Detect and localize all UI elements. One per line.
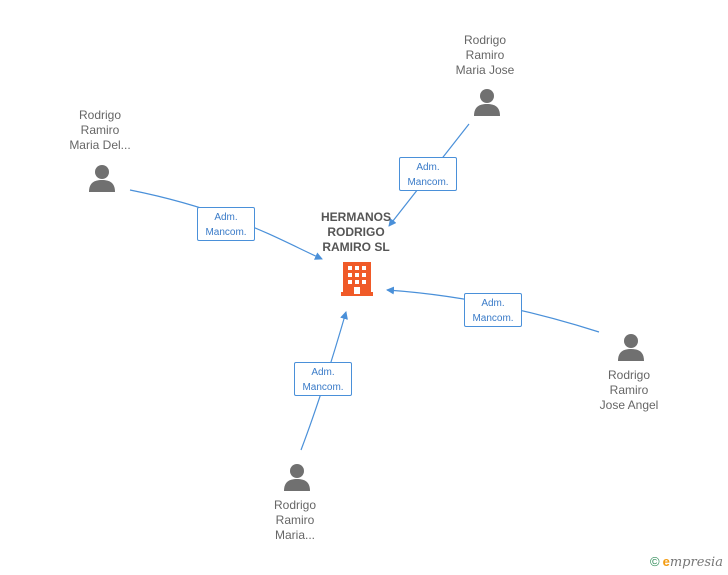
person-name[interactable]: Rodrigo Ramiro Maria Jose: [425, 33, 545, 78]
edge-label-line: Mancom.: [205, 227, 247, 238]
person-name-line: Ramiro: [465, 48, 505, 62]
edge-label-line: Mancom.: [472, 313, 514, 324]
person-name[interactable]: Rodrigo Ramiro Maria...: [235, 498, 355, 543]
person-name-line: Rodrigo: [273, 498, 317, 512]
edge-label[interactable]: Adm. Mancom.: [197, 207, 255, 241]
person-icon[interactable]: [473, 88, 501, 116]
brand-initial: e: [662, 554, 670, 569]
person-icon[interactable]: [88, 164, 116, 192]
edge-label-line: Mancom.: [302, 382, 344, 393]
copyright-symbol: ©: [650, 554, 660, 569]
empresia-watermark: ©empresia: [650, 554, 723, 570]
person-name[interactable]: Rodrigo Ramiro Maria Del...: [40, 108, 160, 153]
person-name-line: Rodrigo: [607, 368, 651, 382]
person-name-line: Rodrigo: [78, 108, 122, 122]
brand-name: mpresia: [669, 555, 723, 570]
company-name-line: RAMIRO SL: [322, 240, 390, 254]
person-icon[interactable]: [617, 333, 645, 361]
edge-label-line: Adm.: [416, 162, 440, 173]
person-name-line: Maria Jose: [455, 63, 515, 77]
person-name-line: Maria...: [274, 528, 315, 542]
person-name-line: Ramiro: [80, 123, 120, 137]
edge-label[interactable]: Adm. Mancom.: [294, 362, 352, 396]
person-name[interactable]: Rodrigo Ramiro Jose Angel: [569, 368, 689, 413]
company-name-line: RODRIGO: [327, 225, 385, 239]
person-name-line: Maria Del...: [69, 138, 131, 152]
edge-label[interactable]: Adm. Mancom.: [464, 293, 522, 327]
person-icon[interactable]: [283, 463, 311, 491]
person-name-line: Ramiro: [609, 383, 649, 397]
building-icon[interactable]: [341, 260, 373, 296]
edge-label-line: Mancom.: [407, 177, 449, 188]
person-name-line: Rodrigo: [463, 33, 507, 47]
company-name-line: HERMANOS: [320, 210, 391, 224]
edge-label-line: Adm.: [311, 367, 335, 378]
edge-label-line: Adm.: [214, 212, 238, 223]
company-name[interactable]: HERMANOS RODRIGO RAMIRO SL: [296, 210, 416, 255]
edge-label[interactable]: Adm. Mancom.: [399, 157, 457, 191]
person-name-line: Ramiro: [275, 513, 315, 527]
edge-label-line: Adm.: [481, 298, 505, 309]
person-name-line: Jose Angel: [599, 398, 659, 412]
